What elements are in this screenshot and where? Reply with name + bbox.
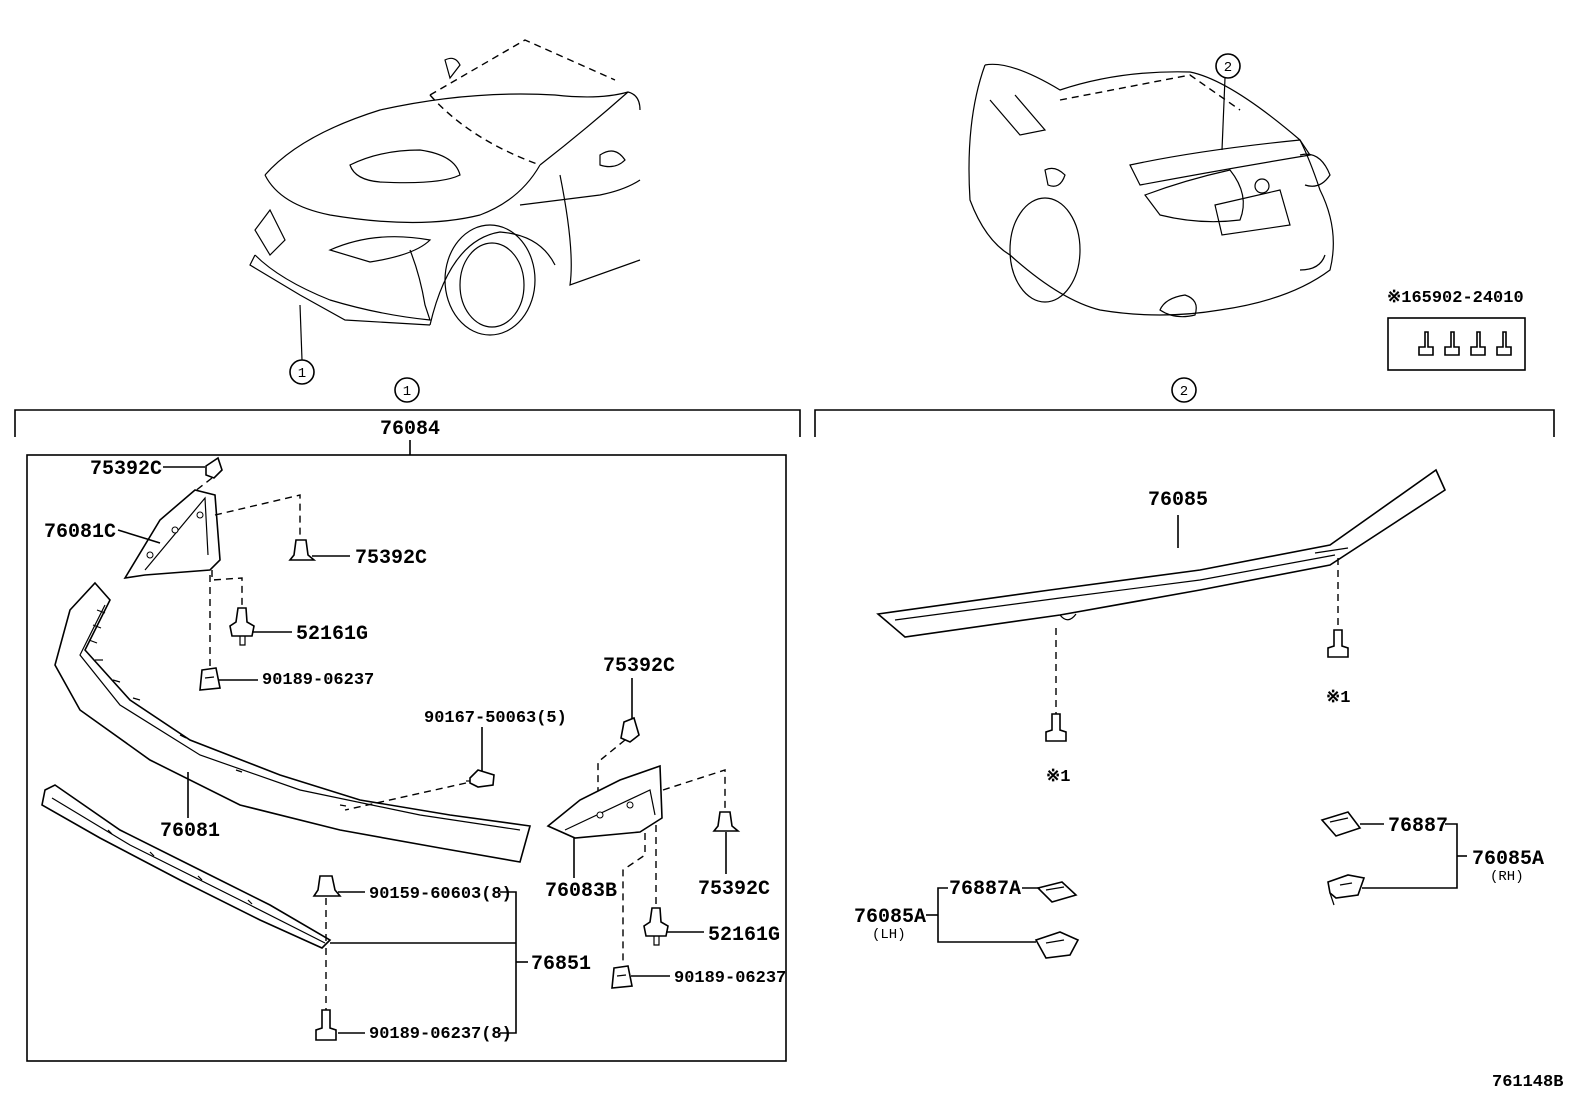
clip-icon	[712, 811, 741, 832]
pad-icon	[1320, 811, 1362, 837]
svg-text:1: 1	[298, 366, 306, 382]
nut-icon	[199, 667, 221, 691]
bracket-76083B	[546, 764, 663, 839]
screw-icon	[466, 769, 495, 788]
svg-text:2: 2	[1224, 60, 1232, 76]
kit-note-label: ※165902-24010	[1387, 289, 1524, 308]
clip-icon	[620, 716, 640, 743]
callout-1-car: 1	[289, 359, 315, 385]
rear-car-illustration	[968, 63, 1334, 318]
bolt-icon	[1045, 713, 1067, 742]
part-75392C-label-1: 75392C	[90, 458, 162, 481]
pad-icon	[1036, 881, 1078, 903]
bracket-lh-icon	[1034, 931, 1080, 959]
part-76083B-label: 76083B	[545, 880, 617, 903]
assembly-76084-label: 76084	[380, 418, 440, 441]
rear-spoiler-76085	[876, 468, 1447, 638]
kit-bolt-icon	[1444, 331, 1460, 356]
bolt-icon	[1327, 629, 1349, 658]
part-90189-06237-label-1: 90189-06237	[262, 671, 374, 690]
svg-text:1: 1	[403, 384, 411, 400]
lower-lip-76851	[41, 784, 332, 949]
part-76887A-label: 76887A	[949, 878, 1021, 901]
part-76085-label: 76085	[1148, 489, 1208, 512]
bolt-mark-right: ※1	[1326, 689, 1350, 708]
clip-icon	[312, 875, 342, 897]
clip-icon	[288, 539, 317, 561]
part-90189-06237-8-label: 90189-06237(8)	[369, 1025, 512, 1044]
side-rh-label: (RH)	[1490, 869, 1524, 885]
svg-text:2: 2	[1180, 384, 1188, 400]
part-75392C-label-2: 75392C	[355, 547, 427, 570]
bolt-mark-left: ※1	[1046, 768, 1070, 787]
front-parts-frame	[26, 454, 787, 1062]
part-52161G-label-1: 52161G	[296, 623, 368, 646]
retainer-icon	[643, 907, 669, 946]
part-76085A-lh-label: 76085A	[854, 906, 926, 929]
section-header-2: 2	[814, 377, 1555, 437]
part-76085A-rh-label: 76085A	[1472, 848, 1544, 871]
section-header-1: 1	[14, 377, 801, 437]
bracket-76081C	[123, 489, 221, 580]
retainer-icon	[229, 607, 255, 646]
part-76887-label: 76887	[1388, 815, 1448, 838]
kit-bolt-icon	[1496, 331, 1512, 356]
bracket-rh-icon	[1327, 874, 1366, 906]
kit-bolt-icon	[1470, 331, 1486, 356]
part-90167-50063-label: 90167-50063(5)	[424, 709, 567, 728]
bolt-icon	[315, 1009, 337, 1041]
kit-bolt-icon	[1418, 331, 1434, 356]
part-90189-06237-label-2: 90189-06237	[674, 969, 786, 988]
front-spoiler-76081	[54, 581, 532, 863]
side-lh-label: (LH)	[872, 927, 906, 943]
part-90159-60603-label: 90159-60603(8)	[369, 885, 512, 904]
drawing-number: 761148B	[1492, 1073, 1563, 1092]
part-75392C-label-3: 75392C	[603, 655, 675, 678]
part-52161G-label-2: 52161G	[708, 924, 780, 947]
callout-2-car: 2	[1215, 53, 1241, 79]
clip-icon	[205, 456, 223, 479]
nut-icon	[611, 965, 633, 989]
front-car-illustration	[249, 39, 641, 361]
part-76081C-label: 76081C	[44, 521, 116, 544]
part-76851-label: 76851	[531, 953, 591, 976]
part-76081-label: 76081	[160, 820, 220, 843]
bolt-kit-box: ※165902-24010	[1387, 289, 1526, 371]
part-75392C-label-4: 75392C	[698, 878, 770, 901]
